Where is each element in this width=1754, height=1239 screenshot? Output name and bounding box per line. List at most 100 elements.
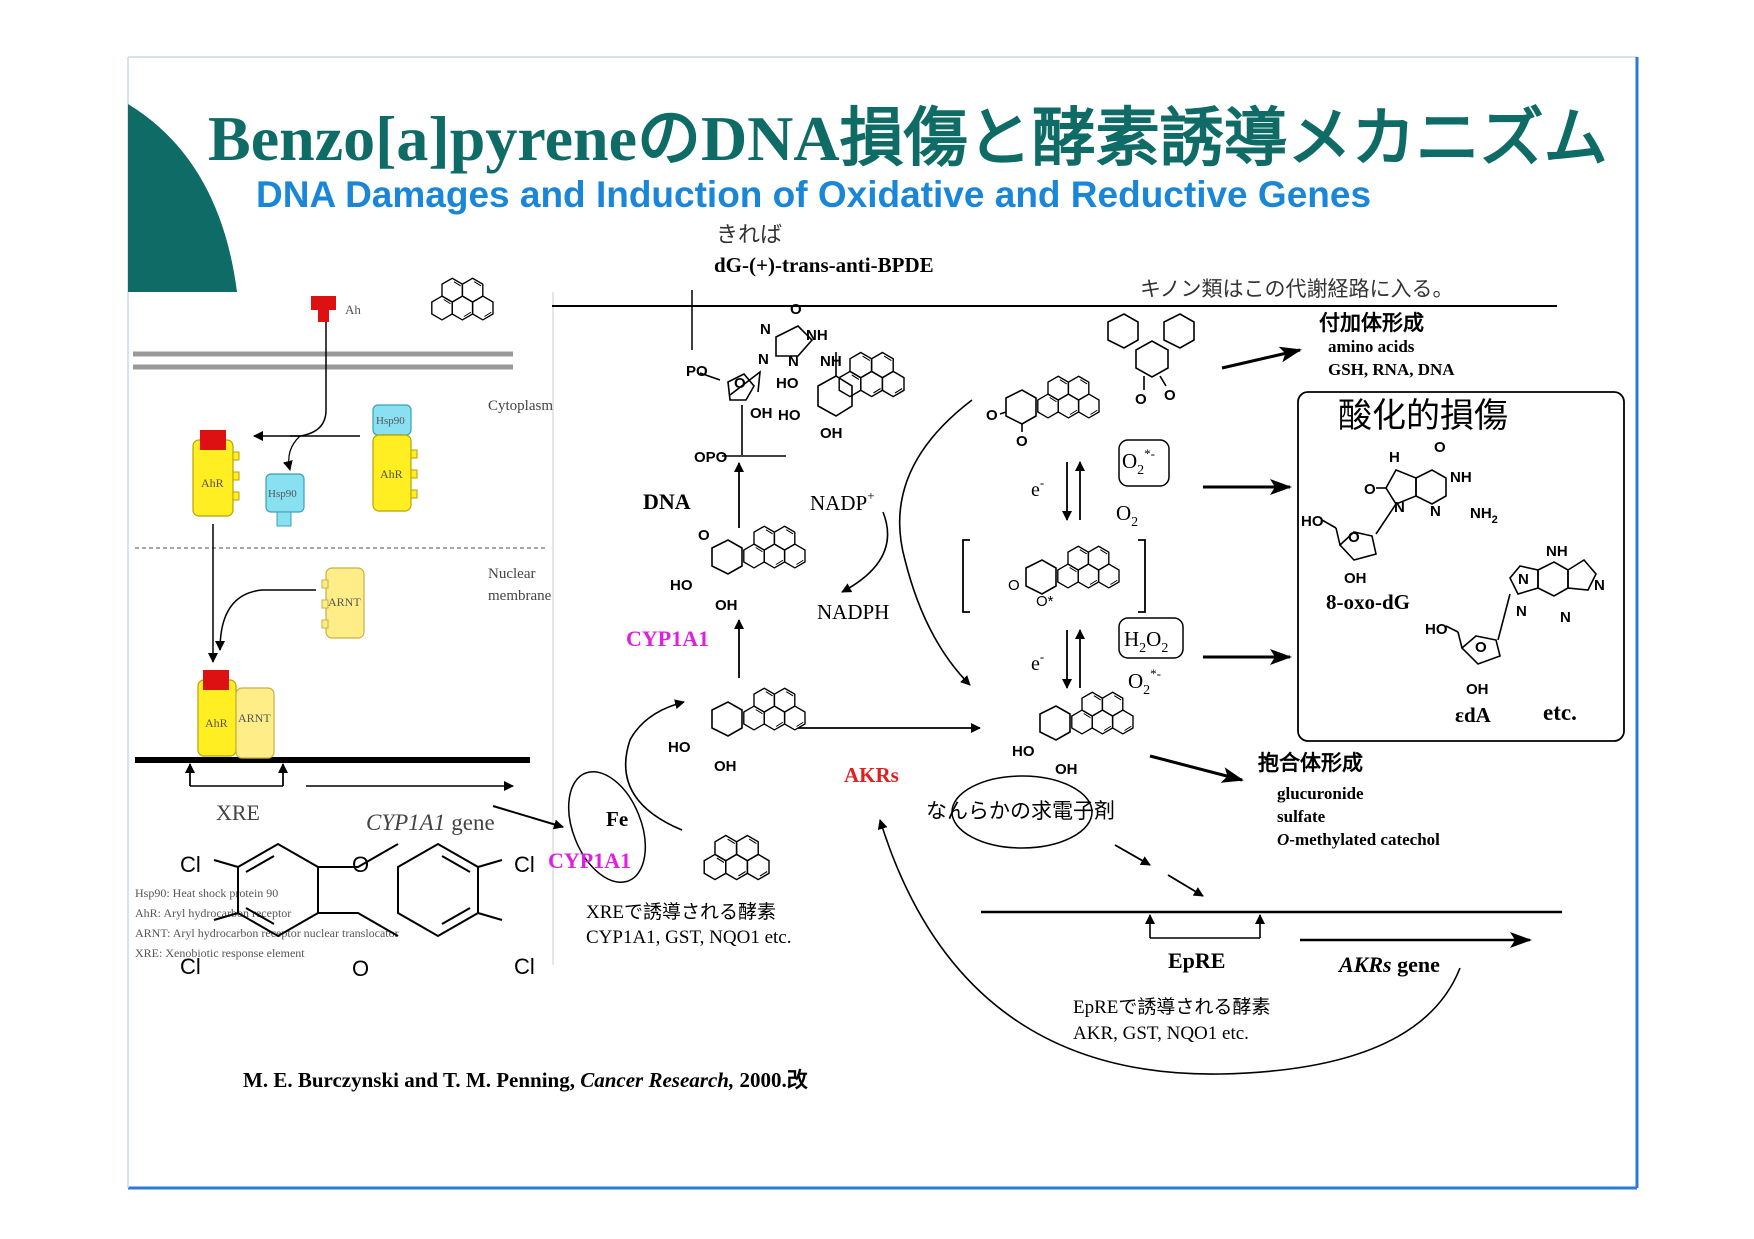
dg-bpde-labels: O NH N N N NH PO O OH HO HO OH OPO: [686, 301, 843, 466]
conjugate-item-2: sulfate: [1277, 807, 1326, 826]
svg-text:O: O: [698, 527, 710, 544]
ahr-hsp90-complex: Hsp90 AhR: [372, 404, 418, 512]
svg-text:O: O: [1016, 433, 1028, 450]
nuclear-label-2: membrane: [488, 588, 552, 604]
cyp1a1-label-upper: CYP1A1: [626, 626, 709, 651]
svg-text:N: N: [758, 351, 769, 368]
to-adduct-arrow: [1221, 346, 1302, 370]
benzopyrene-center: [703, 834, 770, 881]
to-conjugate-arrow: [1149, 754, 1244, 783]
svg-text:O: O: [1475, 639, 1487, 656]
eda-labels: NH N N N N HO O OH: [1425, 543, 1605, 698]
nuclear-label-1: Nuclear: [488, 566, 535, 582]
etc-label: etc.: [1543, 700, 1577, 725]
right-pathway: キノン類はこの代謝経路に入る。 O O O O 付加体形成 amino acid…: [877, 277, 1625, 1075]
superoxide-bottom: O2*-: [1128, 666, 1161, 698]
svg-text:O: O: [1164, 387, 1176, 404]
svg-text:NH: NH: [1450, 469, 1472, 486]
electrophile-dashed-arrow: [1114, 844, 1204, 897]
svg-text:ARNT: ARNT: [328, 595, 361, 609]
akrs-label: AKRs: [844, 763, 899, 787]
cyp1a1-label-lower: CYP1A1: [548, 848, 631, 873]
e-label-bottom: e-: [1031, 649, 1044, 675]
epre-label: EpRE: [1168, 948, 1225, 973]
oxo-dg-structure: [1321, 468, 1447, 561]
nadp-label: NADP+: [810, 488, 875, 515]
arnt-free: ARNT: [321, 567, 365, 639]
svg-text:ARNT: Aryl hydrocarbon recepto: ARNT: Aryl hydrocarbon receptor nuclear …: [135, 926, 399, 940]
nadp-curve-arrow: [841, 511, 889, 593]
xre-enzymes-label: CYP1A1, GST, NQO1 etc.: [586, 927, 791, 948]
ah-entry-arrow: [253, 322, 327, 441]
svg-text:HO: HO: [668, 739, 691, 756]
semiquinone-rings: [1057, 545, 1120, 589]
svg-text:OPO: OPO: [694, 449, 728, 466]
quinone-recycle-curve: [898, 399, 973, 686]
hsp90-free: Hsp90: [265, 473, 305, 527]
eda-label: εdA: [1455, 703, 1492, 727]
akr-feedback-curve: [877, 819, 1461, 1075]
semiquinone-bracket: [962, 539, 1146, 613]
svg-text:AhR: AhR: [380, 467, 403, 481]
eda-structure: [1445, 558, 1597, 665]
bpq-rings: [1037, 375, 1100, 419]
svg-text:N: N: [1430, 503, 1441, 520]
conjugate-heading: 抱合体形成: [1258, 751, 1363, 775]
svg-text:O: O: [734, 375, 746, 392]
superoxide-box-top: [1118, 439, 1170, 487]
slide-title: Benzo[a]pyreneのDNA損傷と酵素誘導メカニズム: [208, 103, 1608, 174]
svg-text:O: O: [790, 301, 802, 318]
semiquinone-structure: [1025, 559, 1057, 595]
epre-bracket: [1145, 914, 1265, 939]
nadph-label: NADPH: [817, 600, 889, 624]
citation: M. E. Burczynski and T. M. Penning, Canc…: [243, 1068, 809, 1092]
ahr-arnt-dna-complex: AhR ARNT: [197, 670, 275, 759]
svg-text:N: N: [760, 321, 771, 338]
adduct-heading: 付加体形成: [1319, 311, 1424, 335]
oxo-dg-label: 8-oxo-dG: [1326, 590, 1410, 614]
quinone-note: キノン類はこの代謝経路に入る。: [1140, 277, 1454, 301]
svg-text:O: O: [1434, 439, 1446, 456]
svg-text:O*: O*: [1036, 593, 1054, 610]
kireba-text: きれば: [716, 222, 782, 247]
svg-text:Hsp90: Hsp90: [376, 415, 405, 427]
svg-text:O: O: [1135, 391, 1147, 408]
bpde-epoxide-structure: [711, 539, 743, 575]
superoxide-top: O2*-: [1122, 446, 1155, 478]
fe-ellipse: [567, 770, 647, 884]
svg-text:HO: HO: [776, 375, 799, 392]
svg-text:AhR: Aryl hydrocarbon receptor: AhR: Aryl hydrocarbon receptor: [135, 906, 291, 920]
svg-text:OH: OH: [714, 758, 737, 775]
electrophile-ellipse: [951, 775, 1093, 849]
svg-text:Hsp90: Heat shock protein 90: Hsp90: Heat shock protein 90: [135, 886, 278, 900]
center-pathway: きれば dG-(+)-trans-anti-BPDE O NH N N N NH…: [548, 222, 1557, 948]
bpde-epoxide-rings: [743, 525, 806, 569]
svg-text:OH: OH: [820, 425, 843, 442]
svg-text:HO: HO: [778, 407, 801, 424]
svg-text:Hsp90: Hsp90: [268, 488, 297, 500]
left-panel: Ah Cytoplasm AhR Hsp90 Hsp90: [133, 277, 564, 981]
tcdd-to-cyp-arrow: [492, 805, 564, 830]
svg-text:Cl: Cl: [514, 852, 535, 877]
svg-text:O: O: [352, 852, 369, 877]
svg-text:NH: NH: [820, 353, 842, 370]
svg-text:N: N: [1560, 609, 1571, 626]
cell-membrane: [133, 351, 513, 370]
bpq-quinone-structure: [999, 389, 1037, 432]
svg-text:N: N: [788, 353, 799, 370]
redox-arrows-top: [1062, 461, 1085, 521]
svg-text:N: N: [1516, 603, 1527, 620]
h2o2-box: [1118, 617, 1184, 659]
catechol-rings: [1071, 691, 1134, 735]
svg-text:XRE: Xenobiotic response eleme: XRE: Xenobiotic response element: [135, 946, 305, 960]
svg-text:Cl: Cl: [180, 852, 201, 877]
svg-text:H: H: [1389, 449, 1400, 466]
arnt-join-arrow: [215, 589, 316, 651]
epre-induced-label: EpREで誘導される酵素: [1073, 996, 1270, 1018]
svg-text:O: O: [1348, 529, 1360, 546]
oxo-dg-labels: O H NH O N N NH2 HO O OH: [1301, 439, 1498, 587]
ah-ligand: [311, 296, 336, 322]
svg-text:HO: HO: [670, 577, 693, 594]
